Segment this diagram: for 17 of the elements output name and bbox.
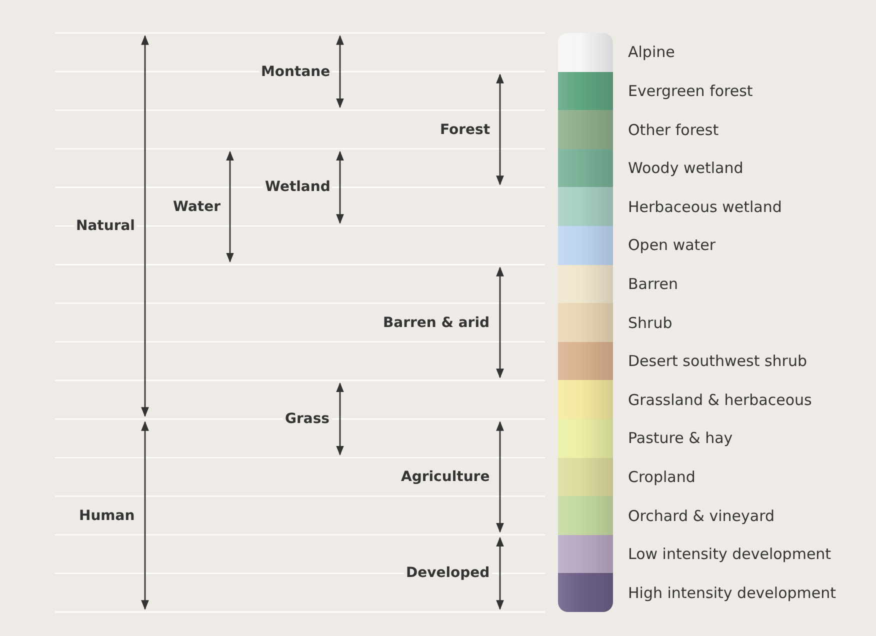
range-label: Developed <box>404 564 492 582</box>
range-label: Agriculture <box>399 468 492 486</box>
legend-label: Other forest <box>628 120 719 138</box>
legend-label: Alpine <box>628 43 675 62</box>
legend-label: Shrub <box>628 314 672 332</box>
legend-label: Orchard & vineyard <box>628 506 775 524</box>
legend-label: Open water <box>628 236 716 254</box>
legend-label: Low intensity development <box>628 545 832 564</box>
legend-label: Herbaceous wetland <box>628 198 782 216</box>
legend-label: Barren <box>628 274 678 293</box>
legend-label: Woody wetland <box>628 159 744 178</box>
legend-label: Grassland & herbaceous <box>628 390 812 409</box>
legend-label: Pasture & hay <box>628 429 733 448</box>
legend-label: Cropland <box>628 468 696 486</box>
legend-label: Evergreen forest <box>628 82 753 100</box>
legend-label: High intensity development <box>628 584 836 602</box>
legend-label: Desert southwest shrub <box>628 352 808 370</box>
